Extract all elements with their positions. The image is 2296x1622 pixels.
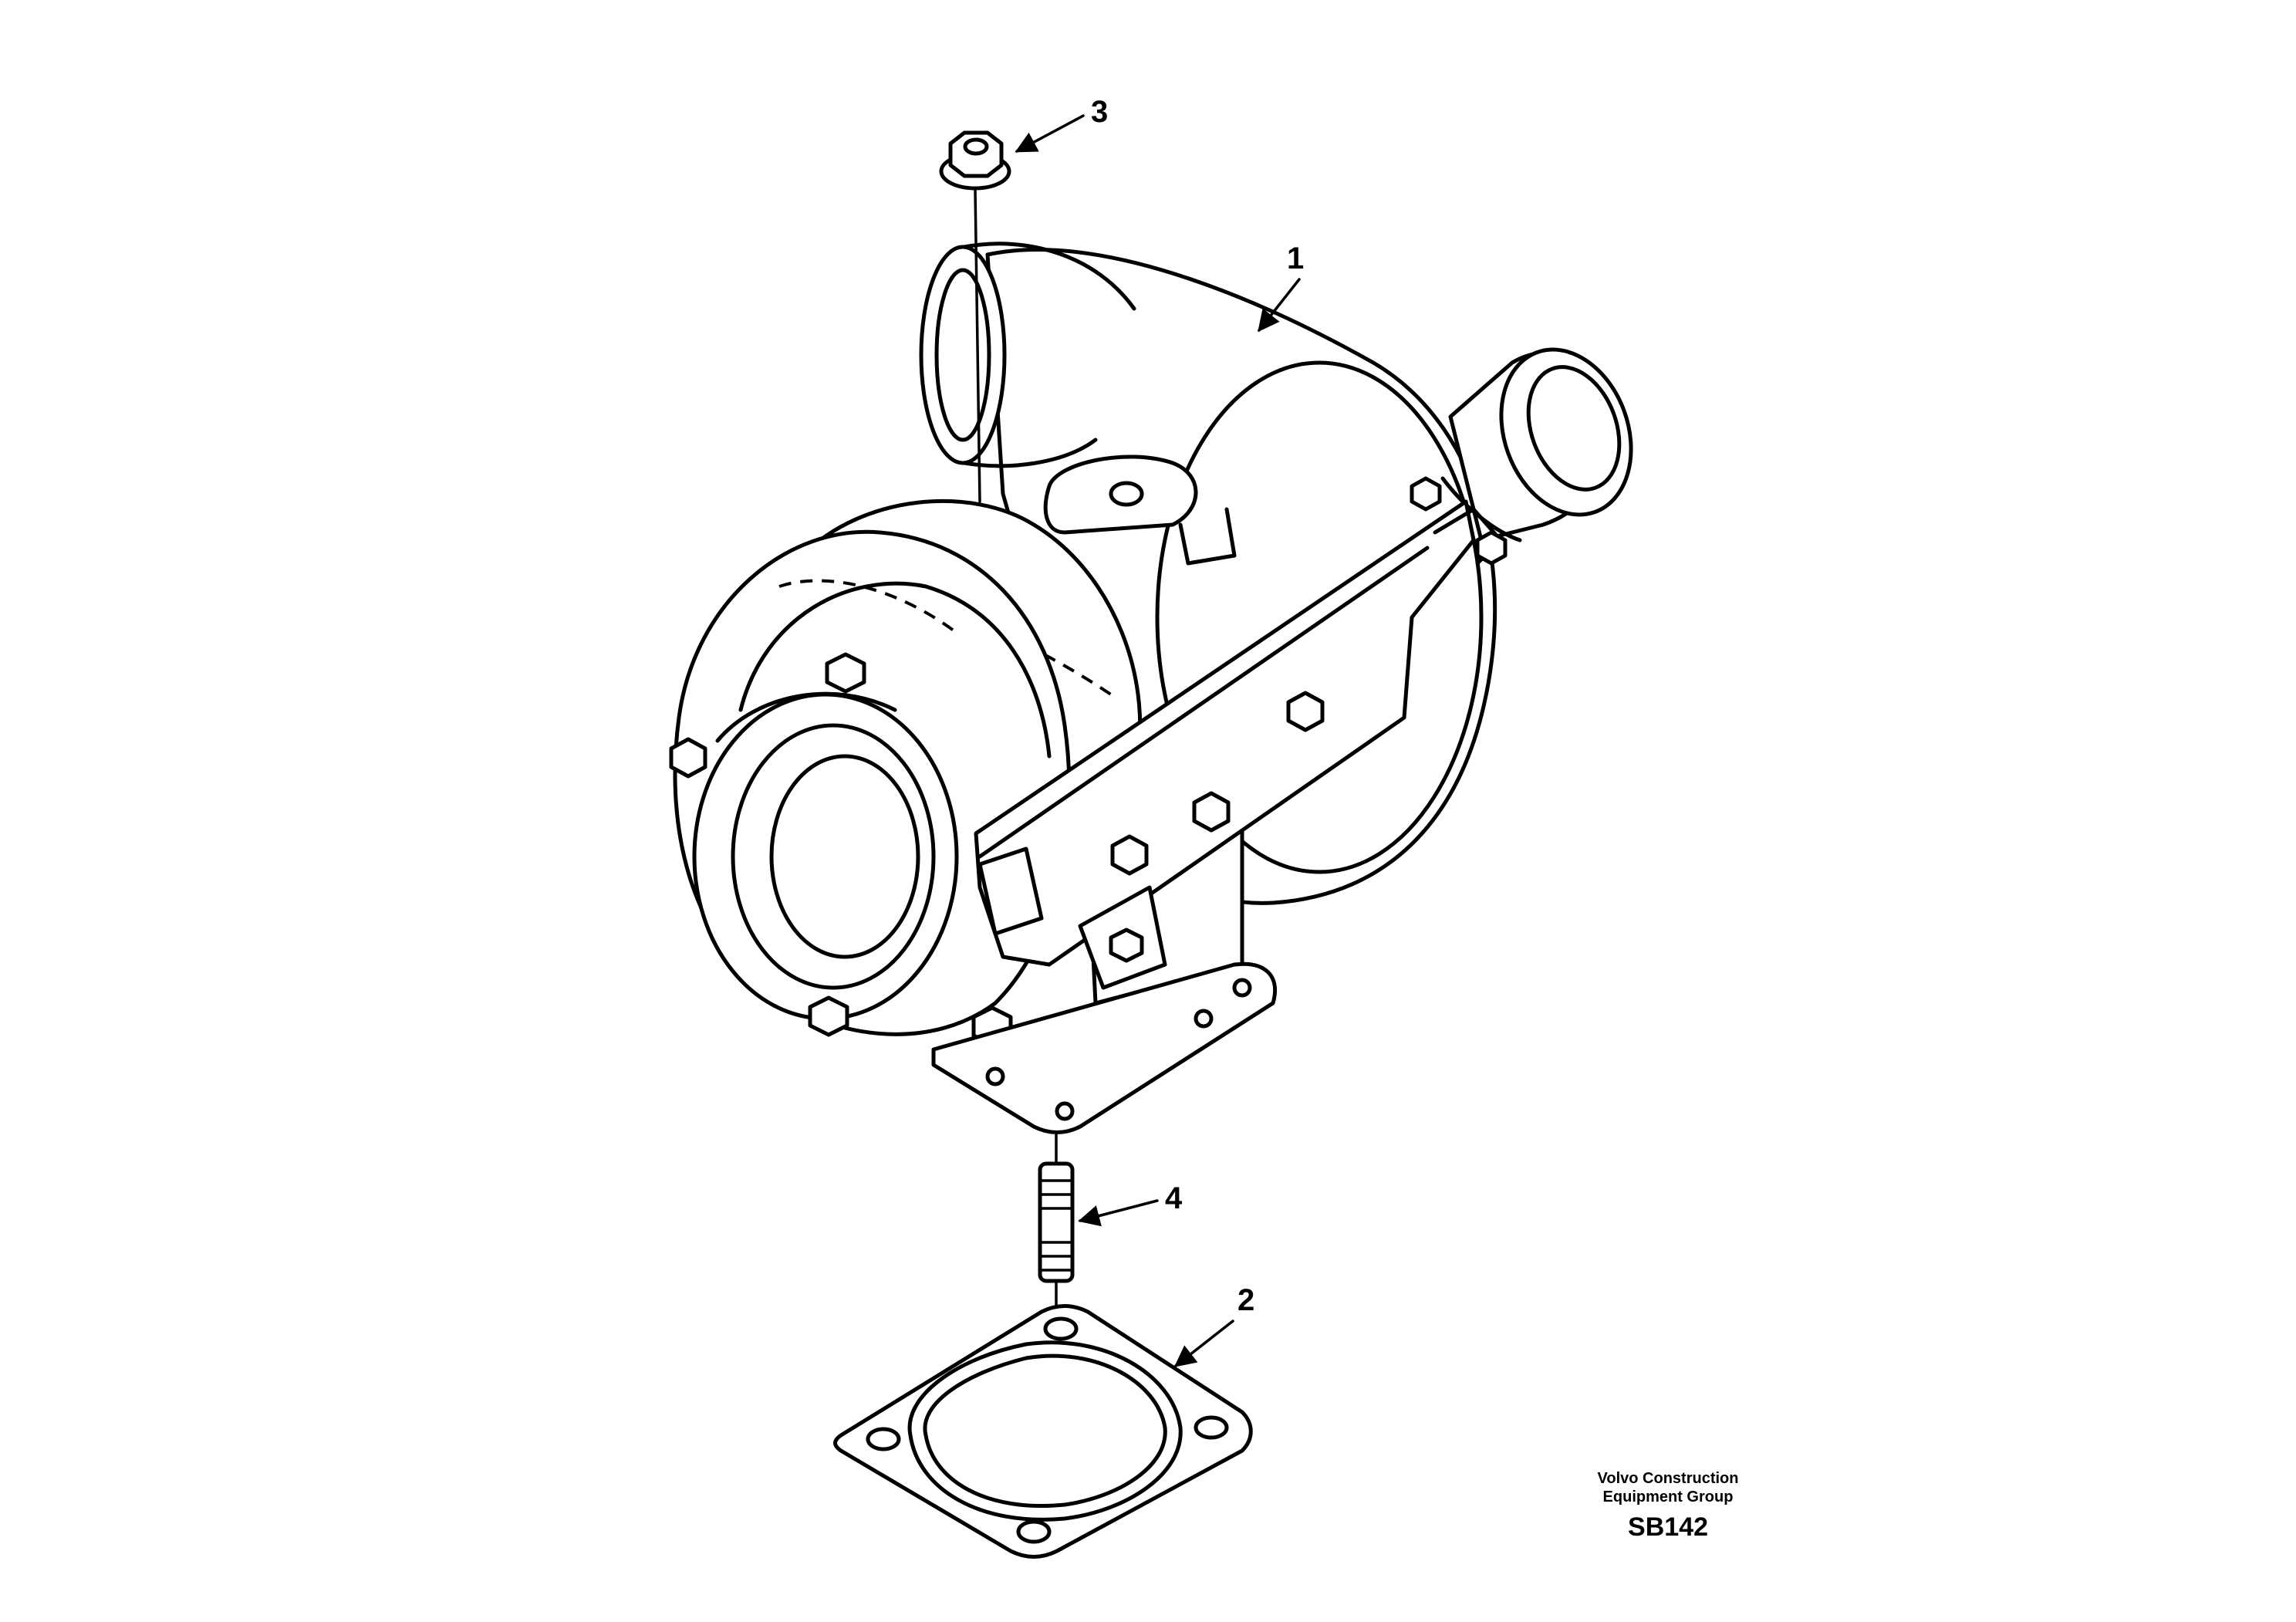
callout-2: 2 (1173, 1283, 1254, 1367)
callout-3: 3 (1015, 95, 1108, 153)
turbocharger (669, 242, 1633, 1134)
diagram-code: SB142 (1628, 1512, 1708, 1542)
credit-block: Volvo Construction Equipment Group SB142 (1598, 1470, 1739, 1542)
callout-1: 1 (1258, 242, 1304, 333)
credit-line-1: Volvo Construction (1598, 1470, 1739, 1487)
callout-4: 4 (1078, 1181, 1183, 1227)
gasket (833, 1304, 1253, 1559)
svg-text:4: 4 (1165, 1181, 1183, 1215)
bracket-bolts (1110, 476, 1508, 876)
stud (1038, 1161, 1075, 1283)
svg-text:2: 2 (1237, 1283, 1254, 1317)
nut-leader-line (974, 188, 981, 503)
credit-line-2: Equipment Group (1603, 1489, 1734, 1505)
svg-text:1: 1 (1287, 242, 1304, 275)
svg-text:3: 3 (1091, 95, 1108, 129)
flange-nut (939, 130, 1011, 191)
